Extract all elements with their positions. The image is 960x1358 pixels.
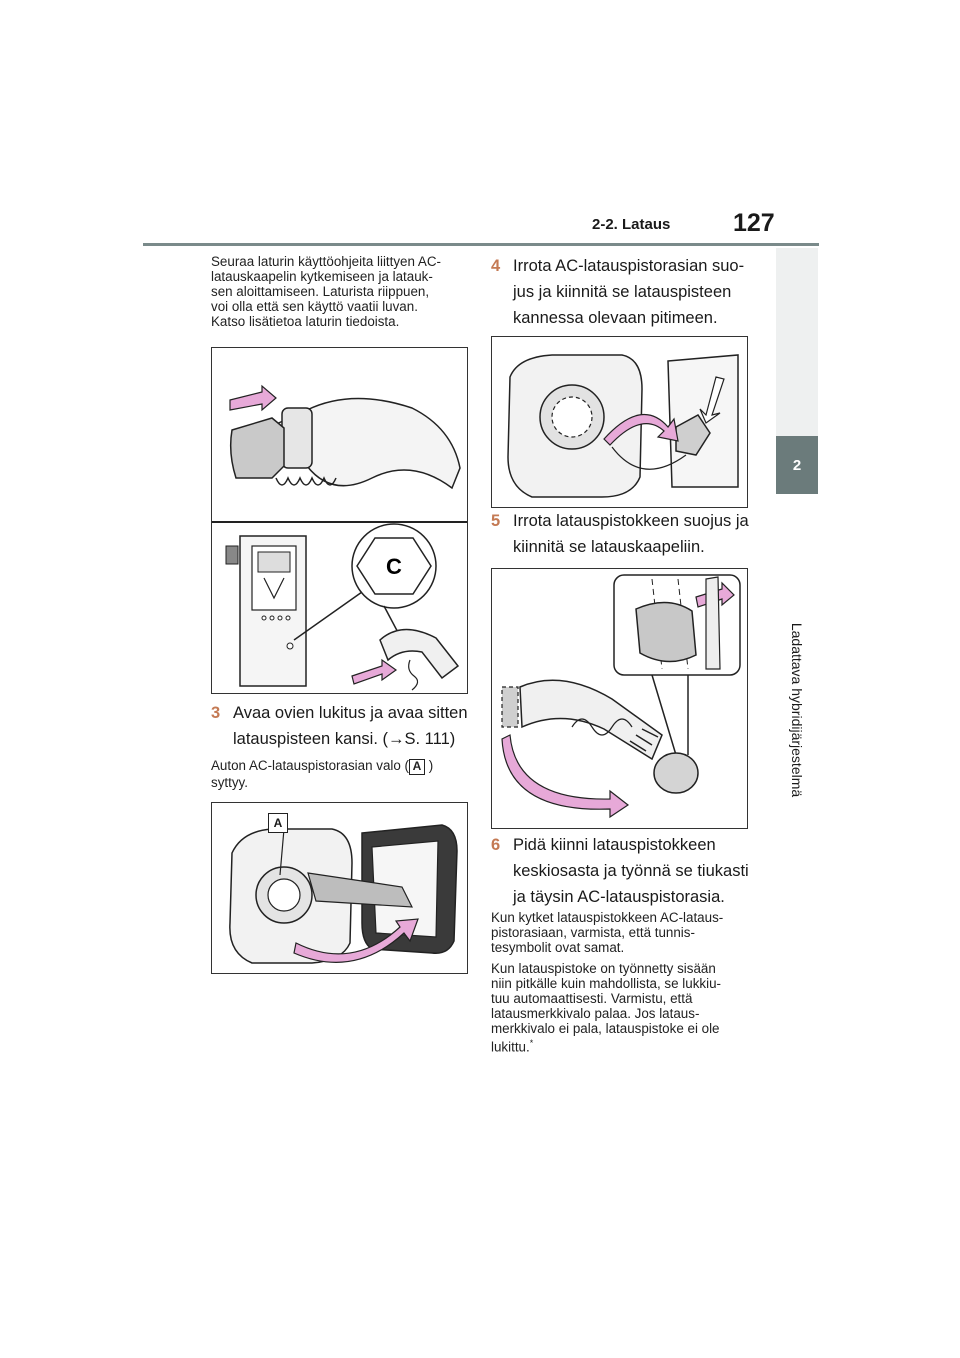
figure-charger-plug: C — [211, 347, 468, 694]
step-text: kannessa olevaan pitimeen. — [513, 309, 718, 327]
socket-cover-illustration — [507, 354, 739, 498]
side-tab-strip — [776, 248, 818, 436]
step-number: 6 — [491, 836, 501, 854]
step-4: 4 Irrota AC-latauspistorasian suo- jus j… — [491, 253, 761, 331]
paragraph-line: niin pitkälle kuin mahdollista, se lukki… — [491, 976, 721, 991]
step-text: latauspisteen kansi. (→S. 111) — [233, 730, 456, 748]
paragraph-line: Kun kytket latauspistokkeen AC-lataus- — [491, 910, 724, 925]
step-text: keskiosasta ja työnnä se tiukasti — [513, 862, 749, 880]
step-text: jus ja kiinnitä se latauspisteen — [513, 283, 732, 301]
chapter-title: Ladattava hybridijärjestelmä — [787, 623, 807, 797]
step-text: Avaa ovien lukitus ja avaa sitten — [233, 704, 468, 722]
paragraph-symbols: Kun kytket latauspistokkeen AC-lataus- p… — [491, 910, 761, 955]
step-6: 6 Pidä kiinni latauspistokkeen keskiosas… — [491, 832, 761, 910]
figure-plug-cover — [491, 568, 748, 829]
paragraph-line: merkkivalo ei pala, latauspistoke ei ole — [491, 1021, 720, 1036]
intro-line: Seuraa laturin käyttöohjeita liittyen AC… — [211, 254, 441, 269]
step-text: Irrota AC-latauspistorasian suo- — [513, 257, 745, 275]
step-number: 4 — [491, 257, 501, 275]
paragraph-line: tesymbolit ovat samat. — [491, 940, 625, 955]
paragraph-line: lukittu. — [491, 1039, 530, 1055]
step-text: ja täysin AC-latauspistorasia. — [513, 888, 725, 906]
charge-port-illustration — [229, 824, 458, 964]
step-text: kiinnitä se latauskaapeliin. — [513, 538, 705, 556]
paragraph-line: Kun latauspistoke on työnnetty sisään — [491, 961, 716, 976]
label-a-inline: A — [409, 758, 425, 775]
step-5: 5 Irrota latauspistokkeen suojus ja kiin… — [491, 508, 761, 560]
step-number: 5 — [491, 512, 501, 530]
charger-plug-illustration: C — [212, 384, 467, 691]
paragraph-lock: Kun latauspistoke on työnnetty sisään ni… — [491, 961, 761, 1054]
chapter-title-text: Ladattava hybridijärjestelmä — [789, 622, 805, 798]
chapter-tab: 2 — [776, 436, 818, 494]
paragraph-line: pistorasiaan, varmista, että tunnis- — [491, 925, 695, 940]
step-number: 3 — [211, 704, 221, 722]
paragraph-line: tuu automaattisesti. Varmistu, että — [491, 991, 693, 1006]
intro-line: Katso lisätietoa laturin tiedoista. — [211, 314, 400, 329]
label-c: C — [386, 554, 402, 579]
header-rule — [143, 243, 819, 246]
step-3: 3 Avaa ovien lukitus ja avaa sitten lata… — [211, 700, 481, 752]
intro-paragraph: Seuraa laturin käyttöohjeita liittyen AC… — [211, 254, 471, 329]
paragraph-line: latausmerkkivalo palaa. Jos lataus- — [491, 1006, 700, 1021]
footnote-mark: * — [529, 1038, 534, 1048]
step-text: Irrota latauspistokkeen suojus ja — [513, 512, 749, 530]
figure-charge-port-open: A — [211, 802, 468, 974]
section-title: 2-2. Lataus — [592, 216, 671, 233]
step-text: Pidä kiinni latauspistokkeen — [513, 836, 716, 854]
intro-line: voi olla että sen käyttö vaatii luvan. — [211, 299, 418, 314]
plug-cover-illustration — [501, 574, 741, 819]
figure-socket-cover — [491, 336, 748, 508]
page-number: 127 — [733, 209, 775, 237]
note-paragraph: Auton AC-latauspistorasian valo (A ) syt… — [211, 758, 481, 790]
label-a: A — [268, 813, 288, 833]
intro-line: sen aloittamiseen. Laturista riippuen, — [211, 284, 430, 299]
note-text: Auton AC-latauspistorasian valo ( — [211, 758, 409, 773]
note-text: ) — [428, 758, 434, 773]
intro-line: latauskaapelin kytkemiseen ja latauk- — [211, 269, 433, 284]
note-text: syttyy. — [211, 774, 248, 790]
